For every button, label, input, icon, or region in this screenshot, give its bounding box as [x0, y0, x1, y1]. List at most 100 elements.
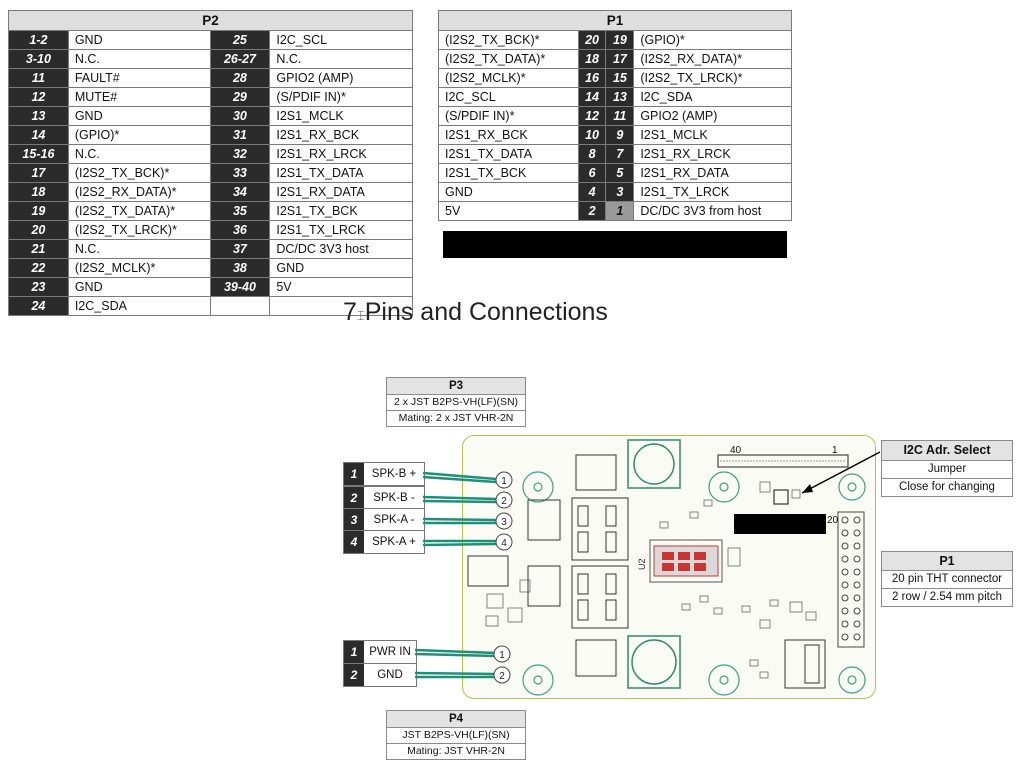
p2-pin-number: 38 — [209, 258, 271, 278]
section-heading: 7⌶Pins and Connections — [343, 298, 608, 327]
p2-pin-number: 36 — [209, 220, 271, 240]
speaker-wires — [422, 471, 497, 547]
p1-pin-number: 5 — [605, 163, 635, 183]
p1-pin-number: 17 — [605, 49, 635, 69]
header-pin-40-label: 40 — [730, 445, 742, 456]
section-number: 7 — [343, 298, 357, 326]
header-pin-1-label: 1 — [832, 445, 838, 456]
i2c-title: I2C Adr. Select — [882, 441, 1012, 461]
power-connector-1: 1 PWR IN — [343, 640, 417, 664]
pwr-terminal-1-label: 1 — [499, 650, 505, 661]
p2-pin-number: 20 — [8, 220, 69, 240]
speaker-connector-1: 1 SPK-B + — [343, 462, 425, 486]
p1-pin-number: 16 — [577, 68, 607, 88]
smd-components — [485, 481, 817, 679]
speaker-pin-label: SPK-A + — [372, 536, 416, 548]
p2-signal-name: (I2S2_TX_DATA)* — [67, 201, 211, 221]
p2-signal-name — [269, 296, 413, 316]
p1-info-pitch: 2 row / 2.54 mm pitch — [892, 591, 1002, 603]
p2-pin-number — [209, 296, 271, 316]
spk-terminal-3-label: 3 — [501, 517, 507, 528]
p2-pin-number: 25 — [209, 30, 271, 50]
spk-terminal-4-label: 4 — [501, 538, 507, 549]
p2-pin-number: 14 — [8, 125, 69, 145]
inductors — [467, 454, 826, 689]
p1-signal-name: 5V — [438, 201, 579, 221]
p4-title: P4 — [387, 711, 525, 728]
p2-table-title: P2 — [8, 10, 413, 31]
power-terminals — [493, 645, 511, 684]
p2-pin-number: 26-27 — [209, 49, 271, 69]
p2-pin-number: 29 — [209, 87, 271, 107]
p1-signal-name: (I2S2_TX_DATA)* — [438, 49, 579, 69]
mounting-holes — [522, 471, 866, 696]
p2-signal-name: DC/DC 3V3 host — [269, 239, 413, 259]
p1-pin-number: 15 — [605, 68, 635, 88]
p1-connector-pins — [837, 511, 865, 648]
speaker-pin-number: 3 — [344, 509, 364, 531]
p2-pin-number: 18 — [8, 182, 69, 202]
p2-pin-number: 30 — [209, 106, 271, 126]
p1-signal-name: I2S1_TX_BCK — [438, 163, 579, 183]
power-pin-label: GND — [377, 669, 403, 681]
p1-pin-number: 14 — [577, 87, 607, 107]
i2c-pointer-arrow — [801, 451, 881, 494]
p2-pin-number: 24 — [8, 296, 69, 316]
p1-pin-20-label: 20 — [827, 515, 839, 526]
spk-terminal-2-label: 2 — [501, 496, 507, 507]
p2-pin-number: 37 — [209, 239, 271, 259]
power-pin-number: 1 — [344, 641, 364, 663]
speaker-pin-number: 4 — [344, 531, 364, 553]
p3-mating: Mating: 2 x JST VHR-2N — [398, 412, 514, 424]
p1-pin-number: 13 — [605, 87, 635, 107]
p1-info-connector: 20 pin THT connector — [882, 571, 1012, 589]
i2c-jumper-pad — [773, 489, 789, 505]
speaker-pin-label: SPK-A - — [373, 514, 415, 526]
p2-pin-number: 1-2 — [8, 30, 69, 50]
p4-info-box: P4 JST B2PS-VH(LF)(SN) Mating: JST VHR-2… — [386, 710, 526, 760]
p2-pin-number: 35 — [209, 201, 271, 221]
p2-pin-number: 11 — [8, 68, 69, 88]
p1-signal-name: I2S1_MCLK — [633, 125, 792, 145]
p2-signal-name: N.C. — [67, 144, 211, 164]
p1-pin-number: 8 — [577, 144, 607, 164]
p2-signal-name: FAULT# — [67, 68, 211, 88]
p1-pin-number: 20 — [577, 30, 607, 50]
p2-signal-name: I2S1_TX_DATA — [269, 163, 413, 183]
p1-pin-number: 4 — [577, 182, 607, 202]
p2-pin-number: 31 — [209, 125, 271, 145]
spk-terminal-1-label: 1 — [501, 476, 507, 487]
power-wires — [414, 648, 497, 679]
p4-mating: Mating: JST VHR-2N — [407, 745, 505, 757]
i2c-close-note: Close for changing — [899, 481, 995, 493]
board-redaction — [734, 514, 826, 534]
p1-info-title: P1 — [882, 552, 1012, 571]
pwr-terminal-2-label: 2 — [499, 671, 505, 682]
redacted-bar — [443, 231, 787, 258]
section-title: Pins and Connections — [364, 298, 608, 326]
power-connector-2: 2 GND — [343, 663, 417, 687]
p1-pin-number: 3 — [605, 182, 635, 202]
p2-pin-number: 32 — [209, 144, 271, 164]
p2-pin-number: 17 — [8, 163, 69, 183]
p1-pin-number: 2 — [577, 201, 607, 221]
p1-pin-number: 12 — [577, 106, 607, 126]
p1-pin-number: 10 — [577, 125, 607, 145]
p1-signal-name: (I2S2_TX_BCK)* — [438, 30, 579, 50]
u2-chip — [649, 539, 723, 583]
